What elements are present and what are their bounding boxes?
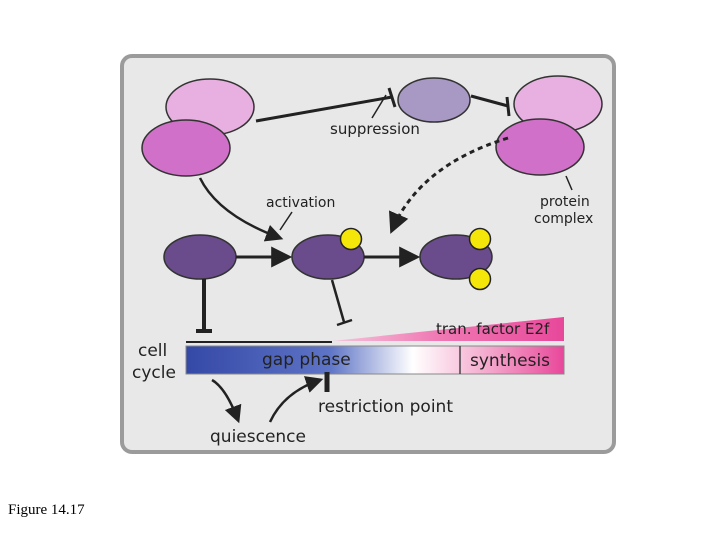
inhibition-bar-right — [336, 318, 353, 327]
gap-phase-label: gap phase — [262, 350, 351, 370]
synthesis-label: synthesis — [470, 351, 550, 371]
cell-cycle-label-line2: cycle — [132, 363, 176, 383]
phosphate-dot — [339, 227, 363, 251]
inhibition-stem-right — [330, 279, 346, 323]
suppressor-protein — [397, 77, 471, 123]
phosphate-dot — [468, 227, 492, 251]
protein-complex-pointer — [565, 175, 573, 191]
figure-caption: Figure 14.17 — [8, 502, 85, 518]
suppression-bar-right — [505, 96, 511, 117]
phosphate-dot — [468, 267, 492, 291]
protein-complex-label-line1: protein — [540, 194, 590, 210]
cell-cycle-label-line1: cell — [138, 341, 167, 361]
suppression-label: suppression — [330, 120, 420, 138]
activation-arrow — [198, 177, 284, 242]
suppression-line-left — [255, 95, 393, 123]
tran-factor-e2f-wedge — [332, 317, 564, 341]
quiescence-exit-arrow — [268, 376, 324, 423]
activation-label: activation — [266, 195, 335, 211]
tran-factor-label: tran. factor E2f — [436, 320, 550, 338]
activation-label-pointer — [279, 211, 293, 231]
restriction-point-label: restriction point — [318, 397, 453, 417]
quiescence-entry-arrow — [211, 378, 242, 424]
suppression-label-pointer — [371, 94, 387, 119]
cell-cycle-bar — [185, 345, 565, 375]
dashed-release-arrow — [389, 136, 509, 234]
suppression-line-right — [470, 94, 509, 108]
protein-complex-label-line2: complex — [534, 211, 593, 227]
suppression-bar-left — [387, 87, 397, 108]
top-left-magenta-protein — [141, 119, 231, 177]
top-right-magenta-protein — [495, 118, 585, 176]
quiescence-label: quiescence — [210, 427, 306, 447]
unphosphorylated-protein — [163, 234, 237, 280]
